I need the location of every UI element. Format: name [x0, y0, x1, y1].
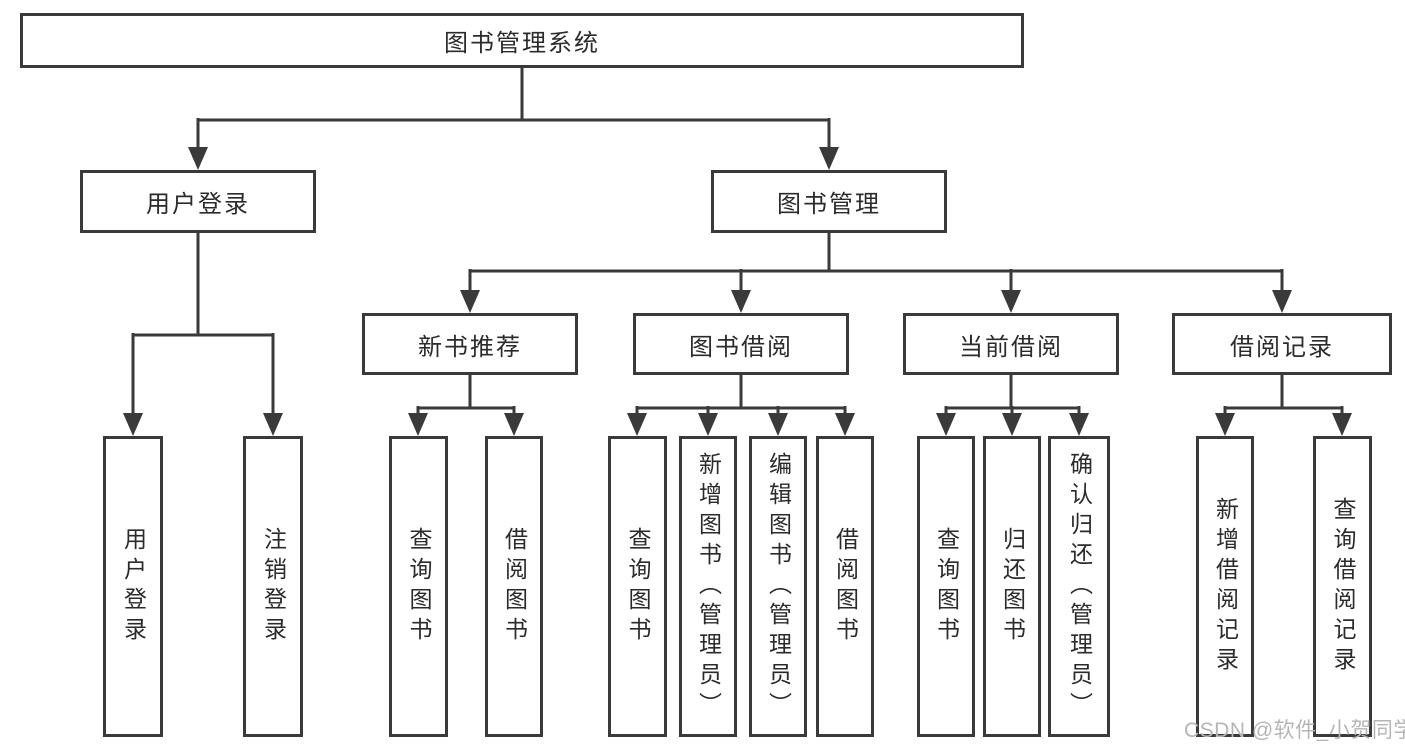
node-label: 新书推荐 [418, 333, 522, 361]
node-return-books: 归还图书 [983, 436, 1041, 737]
arrow-down-icon [1069, 413, 1089, 436]
node-label: 注销登录 [260, 526, 287, 647]
node-label: 归还图书 [999, 526, 1026, 647]
node-library-system: 图书管理系统 [20, 13, 1024, 68]
node-query-books-borrowing: 查询图书 [608, 436, 667, 737]
arrow-down-icon [698, 413, 718, 436]
arrow-down-icon [768, 413, 788, 436]
node-query-books-recommend: 查询图书 [389, 436, 448, 737]
node-label: 用户登录 [146, 191, 250, 218]
node-label: 借阅记录 [1230, 333, 1334, 361]
connector-new-book-recommend [416, 373, 516, 418]
connector-book-management [468, 231, 1284, 295]
node-label: 新增图书（管理员） [695, 451, 722, 722]
node-query-books-current: 查询图书 [917, 436, 975, 737]
arrow-down-icon [1332, 413, 1352, 436]
node-borrow-books-recommend: 借阅图书 [485, 436, 543, 737]
arrow-down-icon [504, 413, 524, 436]
node-label: 当前借阅 [959, 333, 1063, 361]
arrow-down-icon [819, 147, 839, 170]
node-borrowing-records: 借阅记录 [1172, 313, 1392, 375]
arrow-down-icon [263, 413, 283, 436]
node-add-borrow-record: 新增借阅记录 [1196, 436, 1254, 737]
node-user-login: 用户登录 [103, 436, 163, 737]
arrow-down-icon [936, 413, 956, 436]
node-label: 借阅图书 [832, 526, 859, 647]
watermark-text: CSDN @软件_小贺同学 [1184, 719, 1405, 742]
arrow-down-icon [627, 413, 647, 436]
node-label: 图书借阅 [689, 333, 793, 361]
node-label: 新增借阅记录 [1212, 496, 1239, 677]
node-user-login-branch: 用户登录 [80, 170, 316, 233]
arrow-down-icon [408, 413, 428, 436]
arrow-down-icon [460, 290, 480, 313]
connector-book-borrowing [635, 373, 847, 418]
node-label: 确认归还（管理员） [1066, 451, 1093, 722]
node-label: 编辑图书（管理员） [765, 451, 792, 722]
connector-user-login [131, 231, 275, 418]
connector-borrowing-records [1223, 373, 1344, 418]
node-book-borrowing: 图书借阅 [633, 313, 849, 375]
arrow-down-icon [835, 413, 855, 436]
arrow-down-icon [1215, 413, 1235, 436]
arrow-down-icon [731, 290, 751, 313]
node-label: 查询图书 [625, 526, 651, 647]
connector-current-borrowing [944, 373, 1081, 418]
arrow-down-icon [1272, 290, 1292, 313]
node-current-borrowing: 当前借阅 [903, 313, 1119, 375]
node-borrow-books: 借阅图书 [816, 436, 874, 737]
node-label: 图书管理 [777, 191, 881, 218]
arrow-down-icon [1001, 290, 1021, 313]
node-label: 查询图书 [406, 526, 432, 647]
node-new-book-recommend: 新书推荐 [362, 313, 578, 375]
node-label: 图书管理系统 [444, 30, 600, 57]
node-logout: 注销登录 [243, 436, 303, 737]
node-confirm-return-admin: 确认归还（管理员） [1048, 436, 1110, 737]
connector-root [196, 66, 831, 152]
node-query-borrow-record: 查询借阅记录 [1313, 436, 1372, 737]
arrow-down-icon [123, 413, 143, 436]
arrow-down-icon [188, 147, 208, 170]
node-edit-book-admin: 编辑图书（管理员） [749, 436, 807, 737]
arrow-down-icon [1002, 413, 1022, 436]
arrowheads [123, 147, 1352, 436]
node-label: 查询图书 [933, 526, 960, 647]
node-book-management: 图书管理 [711, 170, 947, 233]
node-label: 用户登录 [120, 526, 147, 647]
node-label: 查询借阅记录 [1330, 496, 1356, 677]
node-label: 借阅图书 [501, 526, 528, 647]
node-add-book-admin: 新增图书（管理员） [679, 436, 737, 737]
